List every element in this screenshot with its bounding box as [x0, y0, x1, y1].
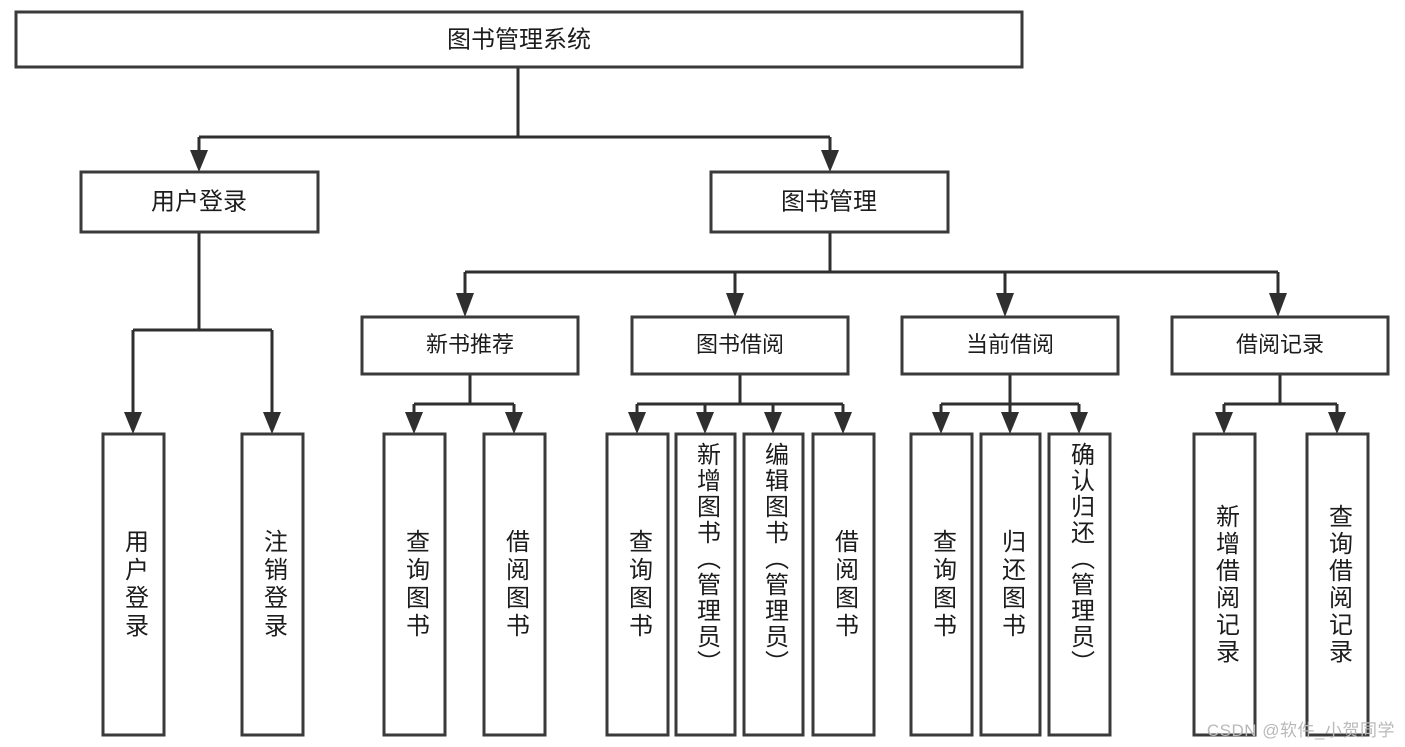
leaf-label-current-3: 确认归还（管理员） [1066, 442, 1094, 676]
leaf-label-recommend-2: 借阅图书 [501, 528, 529, 641]
arrow-borrow-leaf-3-icon [764, 412, 782, 434]
node-user-login[interactable]: 用户登录 [79, 170, 320, 234]
leaf-box-current-1[interactable] [909, 432, 974, 737]
node-book-management-label: 图书管理 [781, 188, 877, 215]
leaf-box-records-1[interactable] [1192, 432, 1257, 737]
node-user-login-box[interactable] [79, 170, 320, 234]
arrow-borrow-leaf-1-icon [628, 412, 646, 434]
leaf-label-records-2: 查询借阅记录 [1324, 503, 1352, 666]
node-book-management-box[interactable] [709, 170, 950, 234]
leaf-label-user-login-1: 用户登录 [120, 528, 148, 641]
node-borrow-records-box[interactable] [1170, 315, 1390, 376]
leaf-box-recommend-1[interactable] [382, 432, 447, 737]
node-current-borrow-box[interactable] [900, 315, 1120, 376]
node-current-borrow[interactable]: 当前借阅 [900, 315, 1120, 376]
node-book-borrow[interactable]: 图书借阅 [630, 315, 850, 376]
leaf-box-borrow-4[interactable] [811, 432, 876, 737]
node-new-book-recommend[interactable]: 新书推荐 [360, 315, 580, 376]
arrow-level3-1-icon [456, 293, 474, 317]
arrow-level3-3-icon [996, 293, 1014, 317]
arrow-records-leaf-2-icon [1328, 412, 1346, 434]
arrow-to-book-mgmt-icon [821, 150, 839, 172]
node-root[interactable]: 图书管理系统 [14, 10, 1024, 69]
leaf-label-borrow-4: 借阅图书 [830, 528, 858, 641]
leaf-box-current-3[interactable] [1047, 432, 1112, 737]
leaf-label-recommend-1: 查询图书 [401, 528, 429, 641]
leaf-layer [101, 432, 1370, 737]
leaf-label-borrow-2: 新增图书（管理员） [692, 442, 720, 676]
leaf-box-user-login-2[interactable] [240, 432, 305, 737]
leaf-label-user-login-2: 注销登录 [259, 528, 287, 641]
leaf-box-user-login-1[interactable] [101, 432, 166, 737]
node-new-book-recommend-label: 新书推荐 [426, 332, 514, 357]
node-borrow-records[interactable]: 借阅记录 [1170, 315, 1390, 376]
arrow-current-leaf-2-icon [1001, 412, 1019, 434]
leaf-label-records-1: 新增借阅记录 [1211, 503, 1239, 666]
node-book-management[interactable]: 图书管理 [709, 170, 950, 234]
node-book-borrow-box[interactable] [630, 315, 850, 376]
connector-layer [124, 67, 1346, 434]
node-borrow-records-label: 借阅记录 [1236, 332, 1324, 357]
arrow-borrow-leaf-4-icon [834, 412, 852, 434]
node-user-login-label: 用户登录 [151, 188, 247, 215]
leaf-label-borrow-3: 编辑图书（管理员） [760, 442, 788, 676]
leaf-box-borrow-1[interactable] [605, 432, 670, 737]
arrow-borrow-leaf-2-icon [696, 412, 714, 434]
arrow-level3-2-icon [726, 293, 744, 317]
node-book-borrow-label: 图书借阅 [696, 332, 784, 357]
leaf-box-current-2[interactable] [979, 432, 1042, 737]
arrow-userlogin-leaf-1-icon [124, 412, 142, 434]
arrow-records-leaf-1-icon [1215, 412, 1233, 434]
arrow-recommend-leaf-1-icon [405, 412, 423, 434]
node-root-box[interactable] [14, 10, 1024, 69]
arrow-level3-4-icon [1269, 293, 1287, 317]
csdn-watermark: CSDN @软件_小贺同学 [1206, 721, 1395, 740]
leaf-box-borrow-3[interactable] [742, 432, 805, 737]
node-current-borrow-label: 当前借阅 [966, 332, 1054, 357]
node-new-book-recommend-box[interactable] [360, 315, 580, 376]
arrow-userlogin-leaf-2-icon [263, 412, 281, 434]
node-root-label: 图书管理系统 [447, 26, 591, 53]
leaf-box-borrow-2[interactable] [674, 432, 737, 737]
leaf-box-records-2[interactable] [1305, 432, 1370, 737]
arrow-current-leaf-1-icon [932, 412, 950, 434]
arrow-recommend-leaf-2-icon [505, 412, 523, 434]
arrow-to-user-login-icon [190, 150, 208, 172]
leaf-label-borrow-1: 查询图书 [624, 528, 652, 641]
leaf-box-recommend-2[interactable] [482, 432, 547, 737]
leaf-label-current-1: 查询图书 [928, 528, 956, 641]
leaf-label-current-2: 归还图书 [997, 528, 1025, 641]
arrow-current-leaf-3-icon [1070, 412, 1088, 434]
